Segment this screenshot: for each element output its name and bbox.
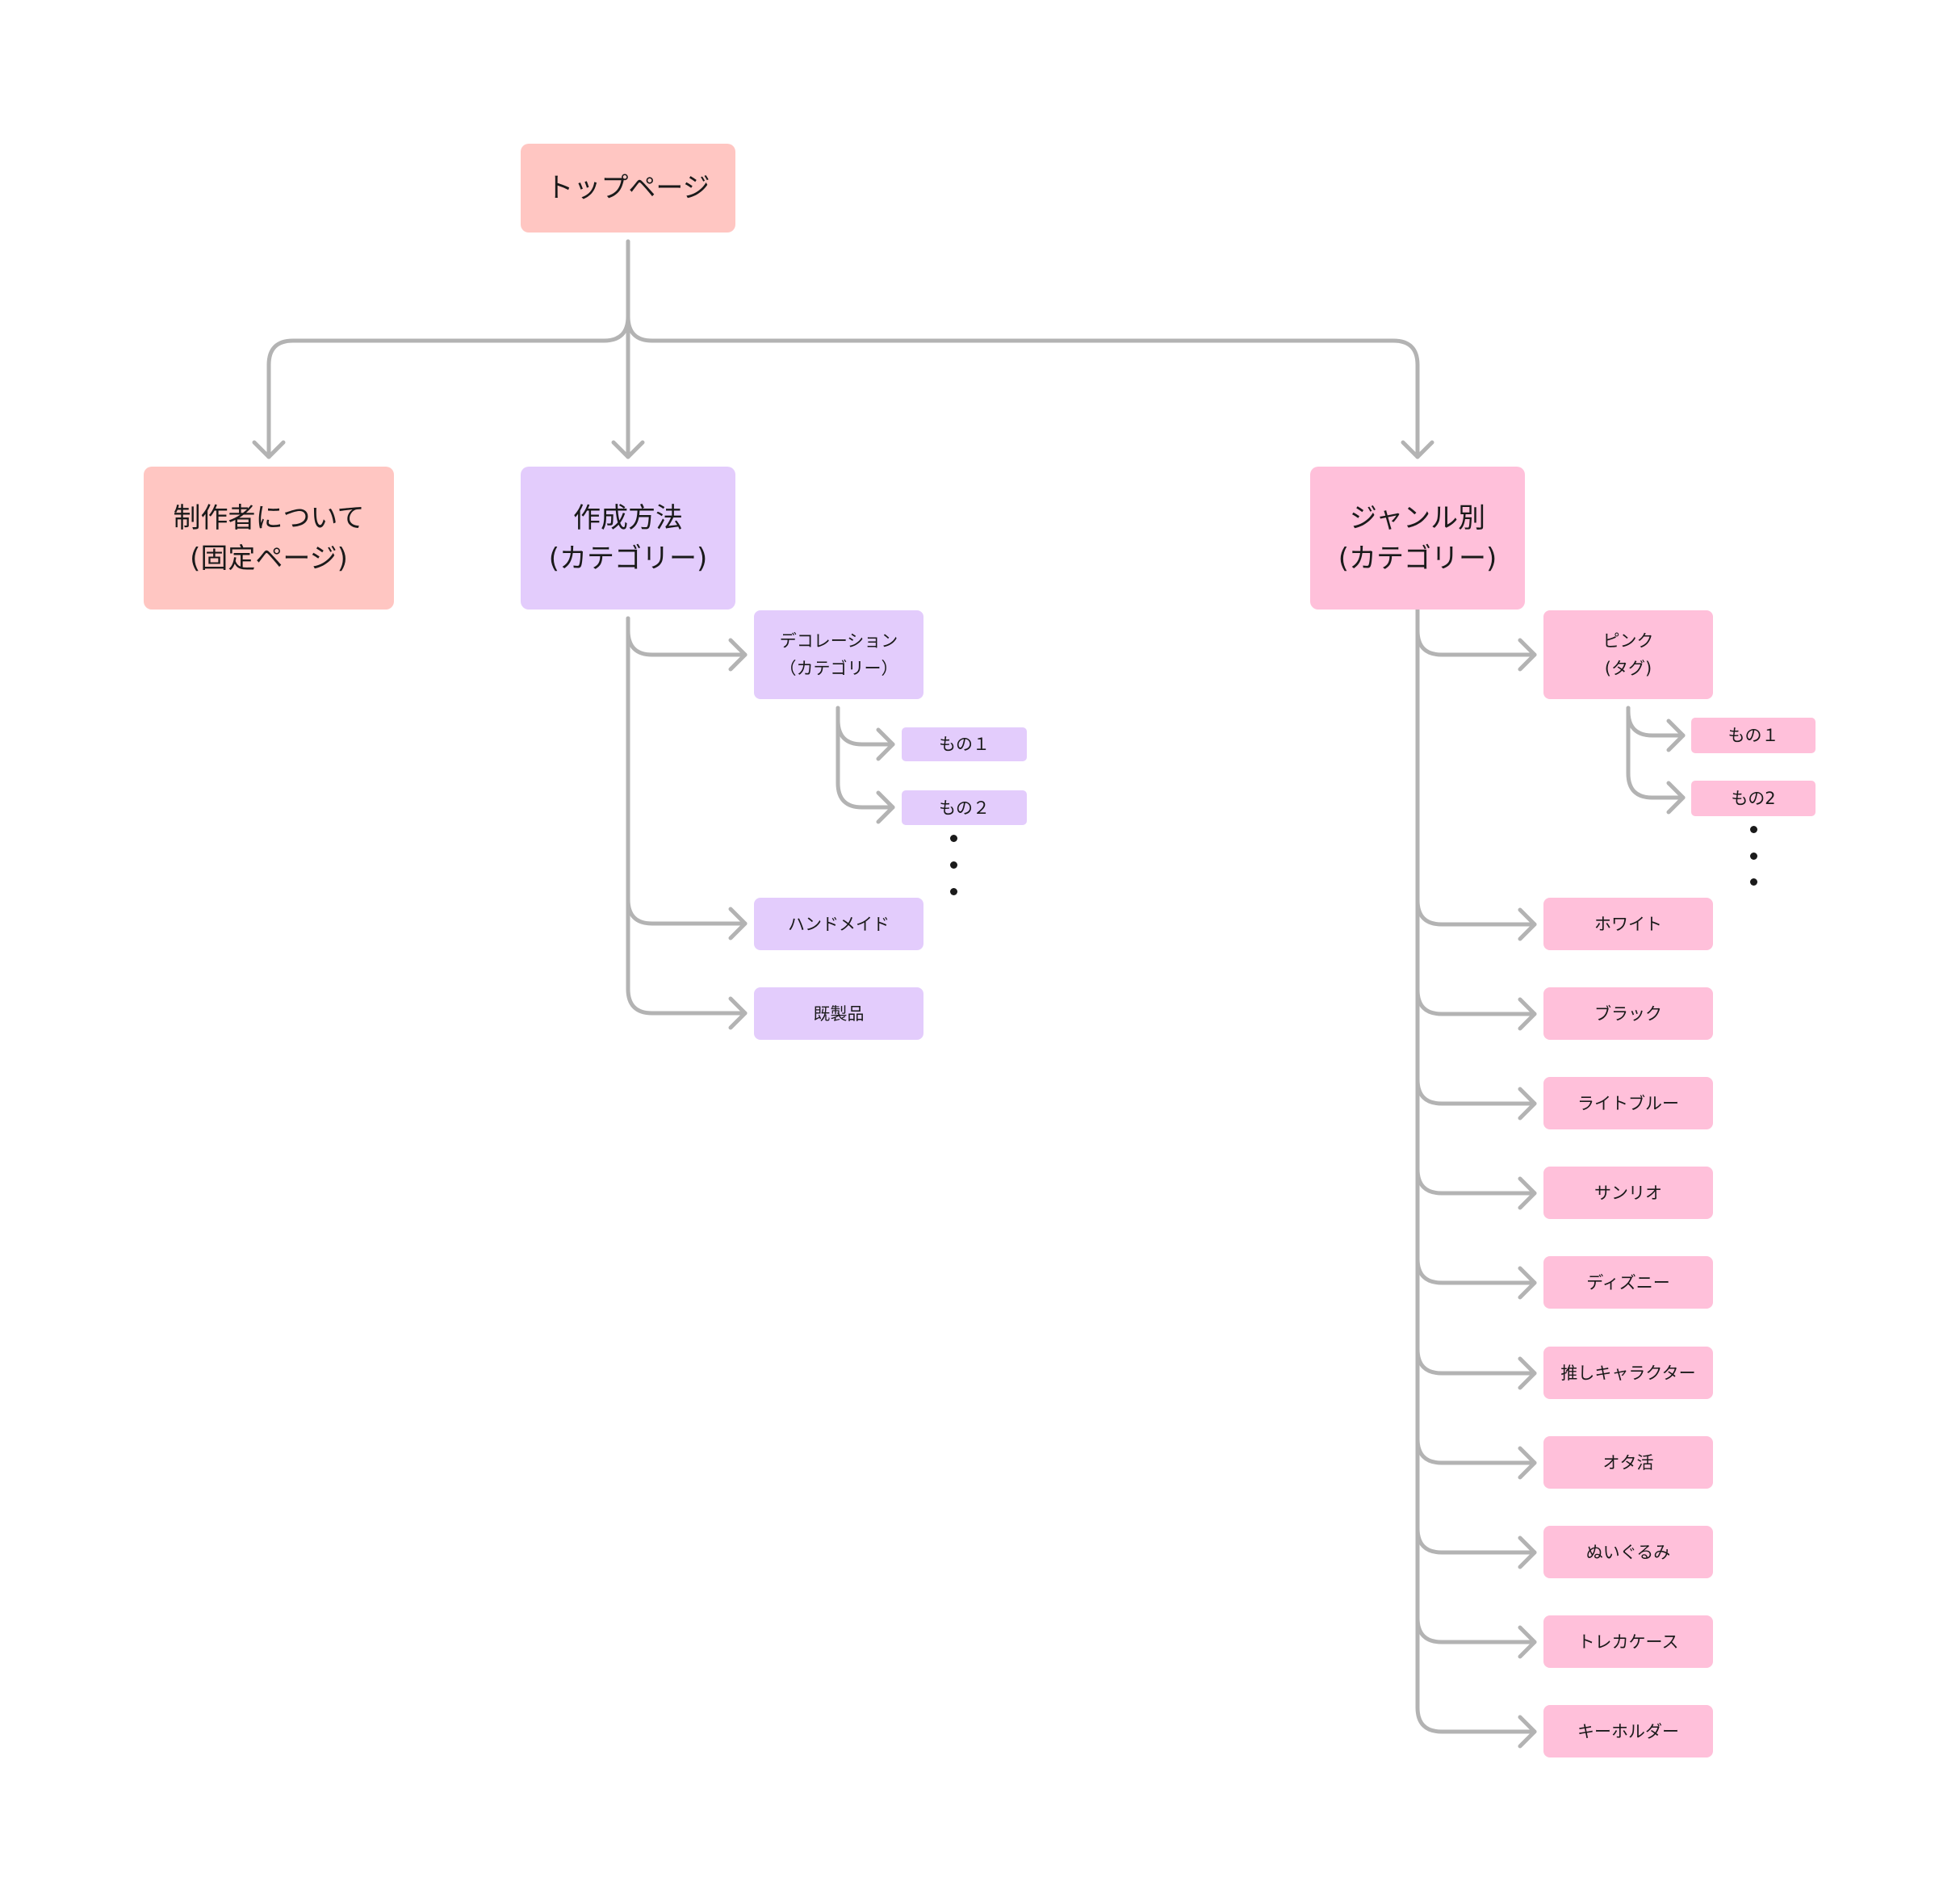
node-genre-tag-label: 推しキャラクター bbox=[1560, 1363, 1696, 1383]
node-genre-tag-label: ホワイト bbox=[1594, 914, 1662, 934]
connector-method-to-readymade bbox=[626, 616, 748, 1016]
node-genre-tag[interactable]: トレカケース bbox=[1543, 1615, 1713, 1668]
connector-genre-to-tag-6 bbox=[1415, 571, 1537, 1376]
connector-genre-to-tag-4-arrowhead bbox=[1518, 1176, 1537, 1210]
node-by-genre[interactable]: ジャンル別 (カテゴリー) bbox=[1310, 467, 1525, 610]
connector-pink-to-item-1 bbox=[1626, 706, 1686, 738]
node-pink-item-2[interactable]: もの2 bbox=[1691, 781, 1816, 816]
node-genre-tag[interactable]: サンリオ bbox=[1543, 1167, 1713, 1219]
connector-genre-to-tag-2-arrowhead bbox=[1518, 997, 1537, 1031]
connector-method-to-handmade-arrowhead bbox=[728, 907, 748, 941]
connector-genre-to-tag-1 bbox=[1415, 571, 1537, 927]
connector-method-to-decoration-arrowhead bbox=[728, 638, 748, 672]
node-handmade[interactable]: ハンドメイド bbox=[754, 898, 923, 950]
connector-genre-to-tag-7 bbox=[1415, 571, 1537, 1465]
node-genre-tag-label: ディズニー bbox=[1586, 1272, 1670, 1292]
node-decoration-item-2-label: もの２ bbox=[939, 798, 990, 818]
connector-root-to-about-arrowhead bbox=[252, 440, 286, 459]
node-pink-item-1[interactable]: もの１ bbox=[1691, 718, 1816, 753]
connector-genre-to-tag-2 bbox=[1415, 571, 1537, 1016]
node-pink-tag-label: ピンク (タグ) bbox=[1602, 631, 1654, 678]
node-decoration-item-1-label: もの１ bbox=[939, 735, 990, 754]
node-pink-item-2-label: もの2 bbox=[1731, 789, 1776, 808]
node-pink-item-1-label: もの１ bbox=[1728, 726, 1779, 745]
connector-method-to-handmade bbox=[626, 616, 748, 926]
node-top-page[interactable]: トップページ bbox=[521, 144, 735, 233]
node-genre-tag[interactable]: ブラック bbox=[1543, 987, 1713, 1040]
connector-method-to-decoration bbox=[626, 616, 748, 657]
connector-genre-to-tag-6-arrowhead bbox=[1518, 1356, 1537, 1390]
node-readymade[interactable]: 既製品 bbox=[754, 987, 923, 1040]
node-genre-tag-label: サンリオ bbox=[1594, 1183, 1662, 1203]
connector-decoration-to-item-1-arrowhead bbox=[876, 727, 895, 761]
node-genre-tag-label: ブラック bbox=[1594, 1003, 1662, 1024]
node-genre-tag[interactable]: ぬいぐるみ bbox=[1543, 1526, 1713, 1578]
connector-genre-to-tag-8 bbox=[1415, 571, 1537, 1555]
node-decoration[interactable]: デコレーション （カテゴリー） bbox=[754, 610, 923, 699]
connector-genre-to-tag-5-arrowhead bbox=[1518, 1266, 1537, 1300]
ellipsis-dot bbox=[1750, 826, 1757, 833]
node-genre-tag[interactable]: キーホルダー bbox=[1543, 1705, 1713, 1757]
node-creation-method[interactable]: 作成方法 (カテゴリー) bbox=[521, 467, 735, 610]
connector-genre-to-tag-3-arrowhead bbox=[1518, 1087, 1537, 1121]
node-genre-tag[interactable]: オタ活 bbox=[1543, 1436, 1713, 1489]
node-genre-tag-label: ライトブルー bbox=[1577, 1093, 1679, 1113]
connector-root-to-genre-arrowhead bbox=[1401, 440, 1434, 459]
connector-decoration-to-item-2-arrowhead bbox=[876, 790, 895, 824]
connector-genre-to-tag-1-arrowhead bbox=[1518, 907, 1537, 941]
ellipsis-dot bbox=[1750, 853, 1757, 860]
node-genre-tag-label: ぬいぐるみ bbox=[1585, 1542, 1671, 1562]
node-creation-method-label: 作成方法 (カテゴリー) bbox=[548, 501, 708, 575]
node-genre-tag[interactable]: ライトブルー bbox=[1543, 1077, 1713, 1129]
ellipsis-dot bbox=[950, 888, 957, 895]
node-genre-tag[interactable]: 推しキャラクター bbox=[1543, 1347, 1713, 1399]
connector-root-to-method-arrowhead bbox=[611, 440, 645, 459]
node-decoration-item-2[interactable]: もの２ bbox=[902, 790, 1027, 825]
node-pink-tag[interactable]: ピンク (タグ) bbox=[1543, 610, 1713, 699]
connector-pink-to-item-2-arrowhead bbox=[1666, 781, 1686, 815]
node-decoration-label: デコレーション （カテゴリー） bbox=[779, 631, 898, 678]
ellipsis-dot bbox=[950, 861, 957, 869]
ellipsis-dot bbox=[950, 835, 957, 842]
connector-pink-to-item-2 bbox=[1626, 706, 1686, 800]
connector-root-to-about bbox=[266, 314, 630, 459]
connector-root-to-genre bbox=[626, 314, 1420, 459]
connector-method-to-readymade-arrowhead bbox=[728, 996, 748, 1030]
node-genre-tag[interactable]: ディズニー bbox=[1543, 1256, 1713, 1309]
node-by-genre-label: ジャンル別 (カテゴリー) bbox=[1338, 501, 1497, 575]
connector-genre-to-pink-arrowhead bbox=[1518, 638, 1537, 672]
node-handmade-label: ハンドメイド bbox=[788, 914, 890, 934]
connector-pink-to-item-1-arrowhead bbox=[1666, 718, 1686, 752]
ellipsis-dot bbox=[1750, 878, 1757, 886]
connector-genre-to-tag-8-arrowhead bbox=[1518, 1535, 1537, 1569]
node-about-creator[interactable]: 制作者について (固定ページ) bbox=[144, 467, 394, 610]
node-genre-tag[interactable]: ホワイト bbox=[1543, 898, 1713, 950]
node-genre-tag-label: トレカケース bbox=[1577, 1632, 1679, 1652]
connector-decoration-to-item-2 bbox=[836, 706, 895, 810]
connector-genre-to-tag-4 bbox=[1415, 571, 1537, 1196]
connector-genre-to-tag-10 bbox=[1415, 571, 1537, 1734]
node-genre-tag-label: オタ活 bbox=[1602, 1452, 1654, 1473]
connector-genre-to-tag-5 bbox=[1415, 571, 1537, 1285]
connector-genre-to-tag-9 bbox=[1415, 571, 1537, 1644]
connector-genre-to-tag-7-arrowhead bbox=[1518, 1446, 1537, 1480]
node-top-page-label: トップページ bbox=[546, 172, 710, 204]
node-genre-tag-label: キーホルダー bbox=[1577, 1721, 1679, 1741]
connector-genre-to-tag-9-arrowhead bbox=[1518, 1625, 1537, 1659]
node-readymade-label: 既製品 bbox=[813, 1003, 865, 1024]
node-decoration-item-1[interactable]: もの１ bbox=[902, 727, 1027, 761]
node-about-creator-label: 制作者について (固定ページ) bbox=[173, 501, 365, 575]
connector-genre-to-tag-10-arrowhead bbox=[1518, 1715, 1537, 1749]
